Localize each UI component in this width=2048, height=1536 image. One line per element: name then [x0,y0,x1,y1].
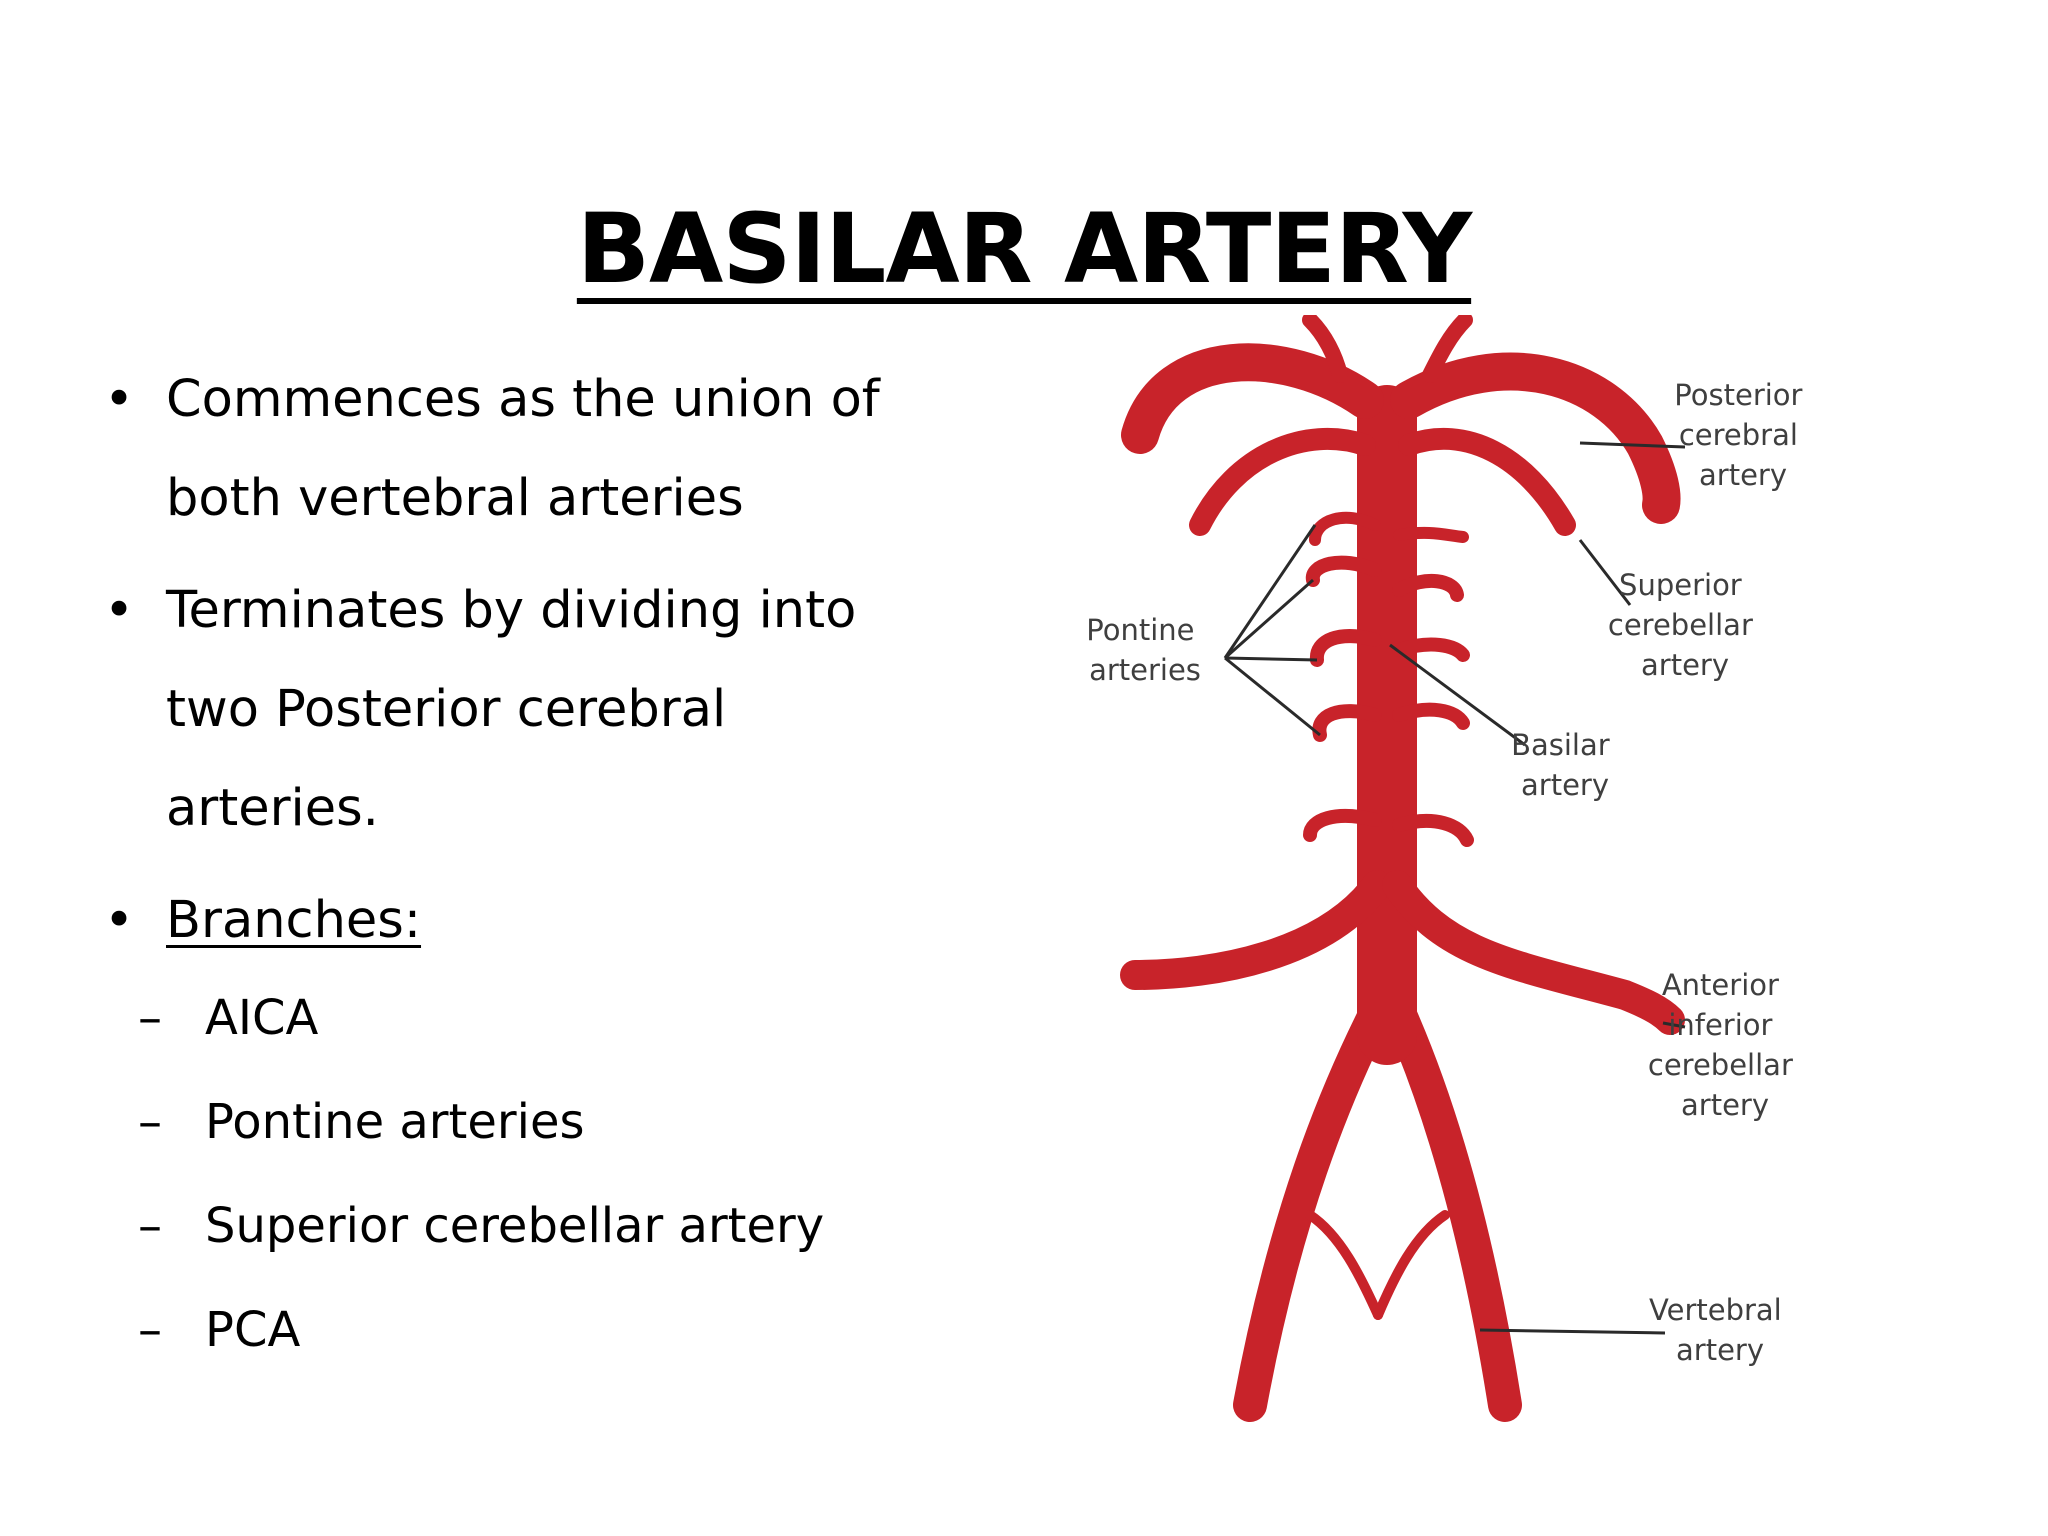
bullet-item-origin: • Commences as the union of both vertebr… [96,350,1036,548]
bullet-text-line: two Posterior cerebral [166,680,727,739]
label-line: Basilar [1511,728,1610,762]
leader-line-aica [1662,1021,1686,1029]
label-vertebral-artery: Vertebral artery [1649,1293,1791,1367]
label-line: cerebral [1679,418,1798,452]
pontine-artery-right [1392,702,1470,730]
label-line: artery [1521,768,1609,802]
anterior-spinal-loop-right [1373,1210,1450,1320]
branch-label: AICA [205,990,319,1046]
branch-list: – AICA – Pontine arteries – Superior cer… [96,966,1036,1382]
vertebral-artery-right [1383,998,1522,1422]
label-posterior-cerebral-artery: Posterior cerebral artery [1674,378,1811,492]
dash-icon: – [138,990,162,1046]
aica-left [1120,870,1392,990]
pontine-artery-right [1392,637,1470,662]
leader-line-pontine [1224,656,1318,662]
branch-label: Superior cerebellar artery [205,1198,825,1254]
pontine-artery-left [1312,704,1382,742]
bullet-list: • Commences as the union of both vertebr… [96,350,1036,1395]
anterior-spinal-loop-left [1305,1210,1383,1320]
slide-title: BASILAR ARTERY [0,192,2048,307]
artery-vessels [1120,315,1685,1422]
pontine-artery-left [1309,629,1382,667]
sca-right [1398,427,1576,536]
branches-heading: Branches: [166,891,422,950]
branch-item-pca: – PCA [96,1278,1036,1382]
slide-title-text: BASILAR ARTERY [576,193,1472,306]
label-line: cerebellar [1648,1048,1793,1082]
bullet-text-line: Commences as the union of [166,370,880,429]
sca-left [1189,427,1376,536]
label-line: Anterior [1662,968,1779,1002]
pontine-artery-left [1305,555,1382,587]
pca-right [1390,352,1681,524]
label-line: Posterior [1674,378,1802,412]
label-line: Superior [1619,568,1742,602]
label-line: Pontine [1086,613,1194,647]
pontine-artery-right [1392,573,1464,602]
label-basilar-artery: Basilar artery [1511,728,1619,802]
bullet-dot-icon: • [104,891,135,950]
branch-item-pontine: – Pontine arteries [96,1070,1036,1174]
dash-icon: – [138,1302,162,1358]
label-line: artery [1699,458,1787,492]
label-line: artery [1676,1333,1764,1367]
pontine-artery-right [1393,526,1469,543]
label-superior-cerebellar-artery: Superior cerebellar artery [1608,568,1762,682]
bullet-text-line: both vertebral arteries [166,469,744,528]
pontine-artery-left [1309,511,1381,546]
pontine-artery-right [1392,814,1474,847]
dash-icon: – [138,1094,162,1150]
pca-left [1121,343,1384,454]
upper-branch-right [1422,315,1473,383]
branch-label: PCA [205,1302,301,1358]
basilar-artery-diagram: Posterior cerebral artery Superior cereb… [1086,315,1811,1422]
leader-line-basilar [1389,643,1526,747]
label-line: inferior [1668,1008,1772,1042]
label-line: arteries [1089,653,1201,687]
label-line: Vertebral [1649,1293,1782,1327]
label-line: artery [1641,648,1729,682]
bullet-text-line: Terminates by dividing into [166,581,857,640]
leader-line-pca [1579,441,1686,449]
pontine-artery-left [1303,808,1382,842]
bullet-text-line: arteries. [166,779,379,838]
bullet-dot-icon: • [104,370,135,429]
bullet-dot-icon: • [104,581,135,640]
leader-lines [1223,441,1686,1335]
aica-right [1382,870,1685,1035]
leader-line-pontine [1224,578,1314,660]
label-pontine-arteries: Pontine arteries [1086,613,1203,687]
leader-line-pontine [1223,524,1317,659]
vertebral-artery-left [1233,998,1392,1422]
bullet-item-branches: • Branches: – AICA – Pontine arteries – … [96,871,1036,1382]
branch-item-sca: – Superior cerebellar artery [96,1174,1036,1278]
label-line: cerebellar [1608,608,1753,642]
dash-icon: – [138,1198,162,1254]
branch-item-aica: – AICA [96,966,1036,1070]
diagram-labels: Posterior cerebral artery Superior cereb… [1086,378,1811,1367]
upper-branch-left [1302,315,1348,383]
leader-line-pontine [1224,656,1321,737]
label-line: artery [1681,1088,1769,1122]
bullet-item-termination: • Terminates by dividing into two Poster… [96,561,1036,858]
leader-line-sca [1578,539,1632,606]
branch-label: Pontine arteries [205,1094,585,1150]
label-anterior-inferior-cerebellar-artery: Anterior inferior cerebellar artery [1648,968,1802,1122]
leader-line-vertebral [1479,1328,1666,1335]
